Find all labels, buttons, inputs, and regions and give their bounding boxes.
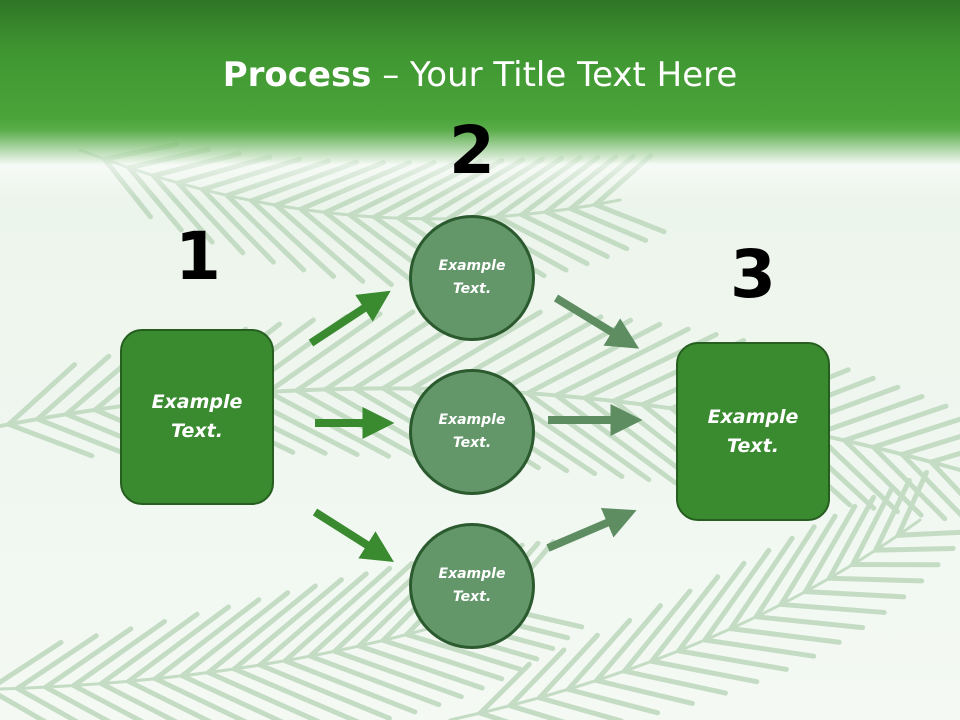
step-number-1: 1	[175, 218, 221, 295]
title-bold-part: Process	[222, 55, 372, 95]
arrow-1-to-2a	[308, 290, 391, 347]
step-2-circle-top-label: Example Text.	[438, 258, 506, 297]
arrow-2c-to-3	[546, 508, 637, 552]
step-2-circle-middle: Example Text.	[409, 369, 535, 495]
title-band	[0, 0, 960, 200]
arrow-2a-to-3	[553, 294, 640, 349]
title-rest-part: – Your Title Text Here	[371, 55, 738, 95]
step-1-label: Example Text.	[151, 391, 243, 442]
step-2-circle-bottom: Example Text.	[409, 523, 535, 649]
arrow-1-to-2c	[312, 508, 394, 562]
slide-title: Process – Your Title Text Here	[0, 52, 960, 98]
step-number-3: 3	[730, 236, 776, 313]
step-2-circle-top: Example Text.	[409, 215, 535, 341]
step-2-circle-bottom-label: Example Text.	[438, 566, 506, 605]
step-3-label: Example Text.	[707, 405, 799, 457]
step-3-box: Example Text.	[676, 342, 830, 521]
step-2-circle-middle-label: Example Text.	[438, 412, 506, 451]
step-number-2: 2	[449, 112, 495, 189]
step-1-box: Example Text.	[120, 329, 274, 505]
